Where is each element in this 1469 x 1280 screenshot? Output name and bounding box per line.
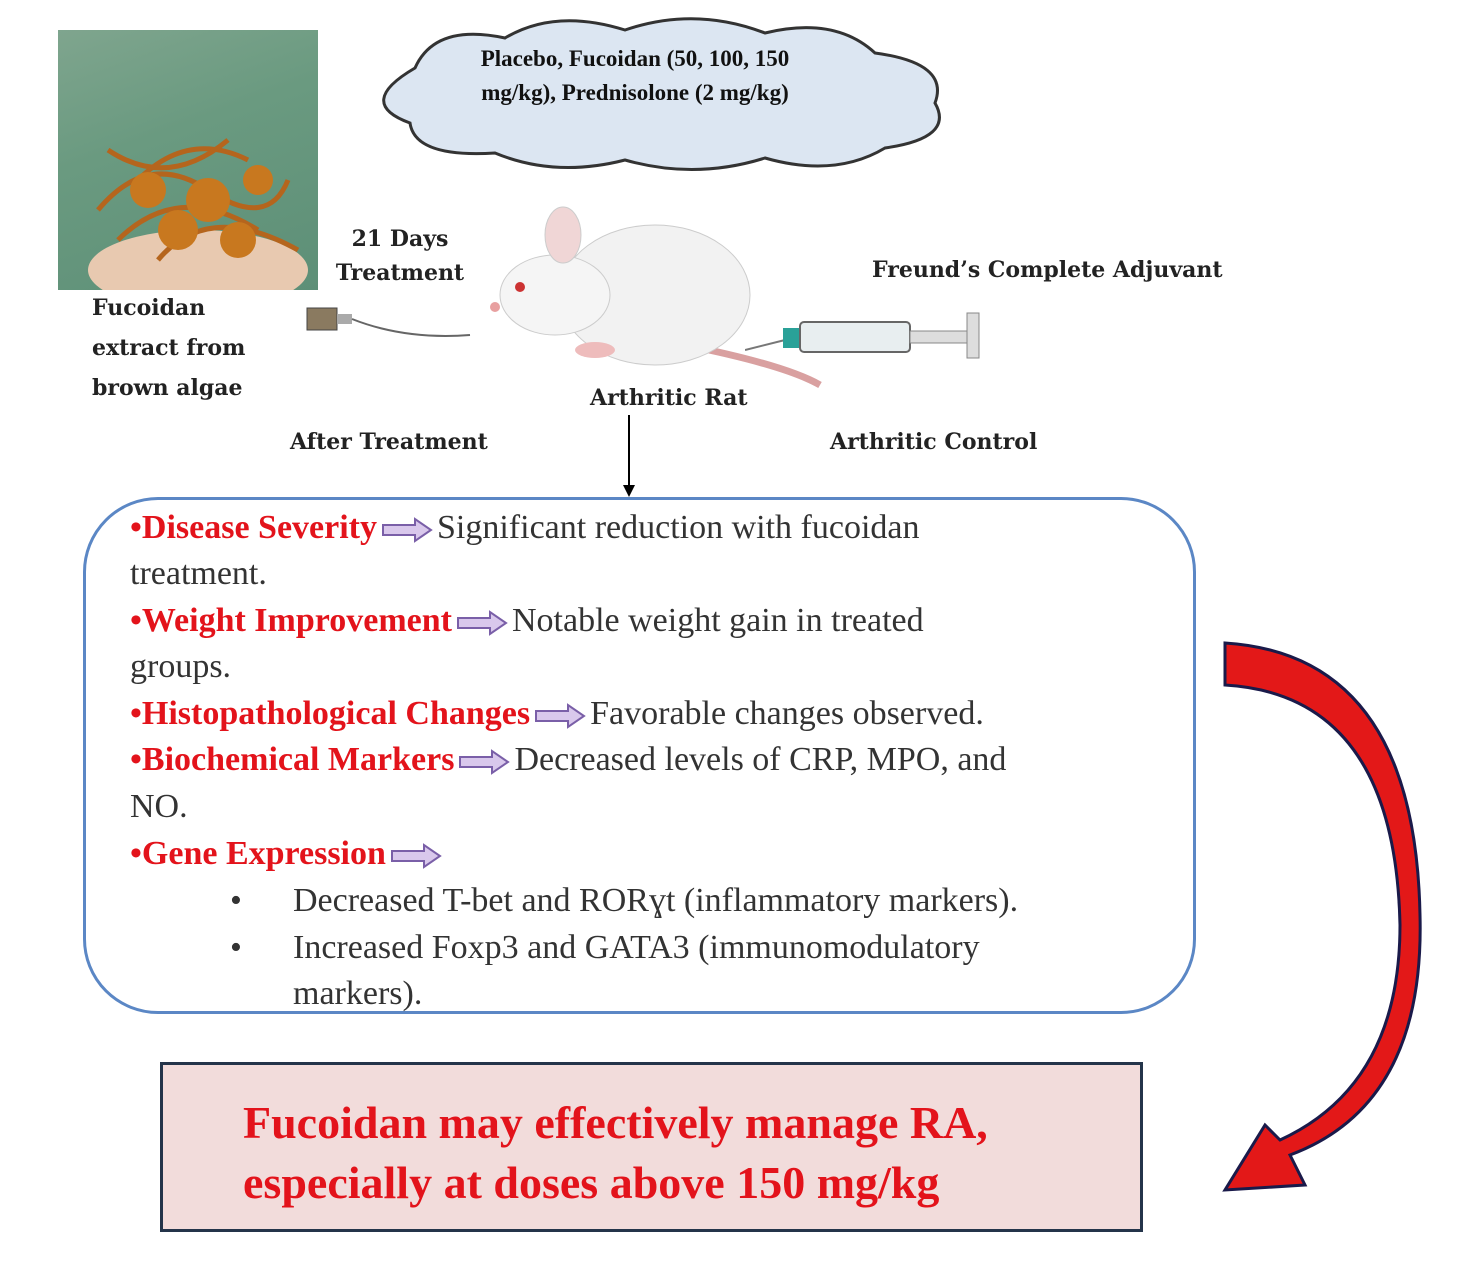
brown-algae-photo	[58, 30, 318, 290]
algae-label: Fucoidan extract from brown algae	[92, 295, 246, 401]
conclusion-line: Fucoidan may effectively manage RA,	[243, 1097, 988, 1148]
arthritic-rat-label: Arthritic Rat	[590, 385, 748, 411]
conclusion-line: especially at doses above 150 mg/kg	[243, 1157, 940, 1208]
down-arrow	[623, 415, 635, 497]
arrow-right-icon	[534, 703, 586, 729]
finding-continuation: NO.	[130, 788, 188, 825]
conclusion-box: Fucoidan may effectively manage RA, espe…	[160, 1062, 1143, 1232]
findings-box	[83, 497, 1196, 1014]
algae-illustration	[88, 138, 308, 290]
needle-icon	[306, 307, 471, 337]
arrow-right-icon	[458, 749, 510, 775]
finding-continuation: groups.	[130, 648, 232, 685]
gene-item: •Increased Foxp3 and GATA3 (immunomodula…	[230, 929, 980, 966]
treatment-duration: 21 Days Treatment	[335, 226, 465, 286]
syringe-icon	[745, 312, 980, 359]
finding-continuation: treatment.	[130, 555, 267, 592]
arrow-right-icon	[456, 610, 508, 636]
treatment-cloud	[382, 17, 941, 172]
treatment-groups-text: Placebo, Fucoidan (50, 100, 150 mg/kg), …	[480, 46, 790, 105]
arrow-right-icon	[381, 517, 433, 543]
rat-illustration	[490, 206, 822, 389]
arrow-right-icon	[390, 843, 442, 869]
curved-red-arrow	[1222, 641, 1422, 1192]
arthritic-control-label: Arthritic Control	[830, 429, 1038, 455]
after-treatment-label: After Treatment	[290, 429, 488, 455]
finding-gene-expression: •Gene Expression	[130, 831, 446, 877]
gene-item: •Decreased T-bet and RORɣt (inflammatory…	[230, 882, 1019, 919]
adjuvant-label: Freund’s Complete Adjuvant	[872, 257, 1223, 283]
gene-item-continuation: markers).	[293, 975, 423, 1012]
